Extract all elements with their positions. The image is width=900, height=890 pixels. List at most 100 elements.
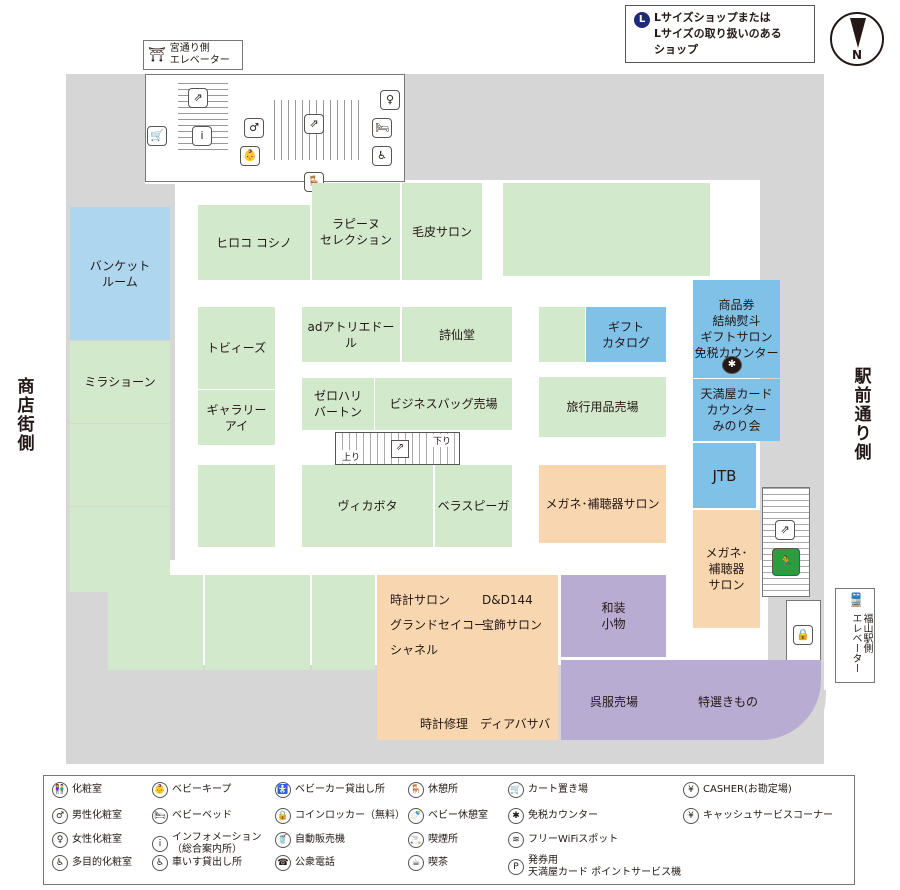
female-toilet-icon: ♀ bbox=[380, 90, 400, 110]
legend-icon: 🛒 bbox=[508, 782, 524, 798]
legend-icon: ♀ bbox=[52, 832, 68, 848]
shop-tokei-salon[interactable]: 時計サロン bbox=[390, 593, 451, 607]
shop-chanel[interactable]: シャネル bbox=[390, 643, 439, 657]
shop-hoshoku-salon[interactable]: 宝飾サロン bbox=[482, 618, 543, 632]
info-icon: i bbox=[192, 126, 212, 146]
shop-business-bag[interactable]: ビジネスバッグ売場 bbox=[375, 378, 512, 430]
legend-icon: ✱ bbox=[508, 808, 524, 824]
shop-bellas-piga[interactable]: ベラスピーガ bbox=[435, 465, 512, 547]
shop-gallery-i[interactable]: ギャラリー アイ bbox=[198, 390, 275, 445]
legend-label: 化粧室 bbox=[72, 784, 102, 795]
escalator-icon: ⇗ bbox=[188, 88, 208, 108]
emergency-exit-icon: 🏃 bbox=[772, 548, 800, 576]
legend-item: ¥CASHER(お勘定場) bbox=[683, 782, 792, 798]
north-label: N bbox=[851, 48, 863, 62]
legend-item: 🚼ベビーカー貸出し所 bbox=[275, 782, 385, 798]
shop-megane-salon-1[interactable]: メガネ･補聴器サロン bbox=[539, 465, 666, 543]
legend-item: ≋フリーWiFiスポット bbox=[508, 832, 618, 848]
escalator[interactable]: 下り 上り ⇗ bbox=[335, 432, 460, 465]
shop-jtb[interactable]: JTB bbox=[693, 443, 756, 508]
legend-label: 公衆電話 bbox=[295, 857, 335, 868]
lsize-note: L Lサイズショップまたは Lサイズの取り扱いのある ショップ bbox=[625, 5, 815, 63]
legend-icon: 👫 bbox=[52, 782, 68, 798]
shop-megane-salon-2[interactable]: メガネ･ 補聴器 サロン bbox=[693, 510, 760, 628]
shop-vicabota[interactable]: ヴィカボタ bbox=[302, 465, 433, 547]
legend-label: 車いす貸出し所 bbox=[172, 857, 242, 868]
legend-item: 🔒コインロッカー（無料） bbox=[275, 808, 405, 824]
legend-icon: 🚬 bbox=[408, 832, 424, 848]
shop-mirashon[interactable]: ミラショーン bbox=[70, 341, 170, 423]
legend-icon: ☕ bbox=[408, 855, 424, 871]
escalator-icon: ⇗ bbox=[391, 440, 409, 458]
kimono-area[interactable] bbox=[561, 660, 821, 740]
shop-left-mid[interactable] bbox=[198, 465, 275, 547]
shop-bottom-1[interactable] bbox=[108, 575, 203, 670]
cart-icon: 🛒 bbox=[147, 126, 167, 146]
legend-icon: 🚼 bbox=[275, 782, 291, 798]
shop-fur-salon[interactable]: 毛皮サロン bbox=[402, 183, 482, 280]
legend-label: 多目的化粧室 bbox=[72, 857, 132, 868]
legend-item: 🪑 休憩所 bbox=[408, 782, 458, 798]
legend-item: 👫 化粧室 bbox=[52, 782, 102, 798]
train-icon: 🚆 bbox=[848, 593, 865, 608]
tax-free-icon: ✱ bbox=[722, 356, 742, 374]
shop-top-right[interactable] bbox=[503, 183, 710, 276]
escalator-down-label: 下り bbox=[430, 434, 453, 447]
legend-item: ☎公衆電話 bbox=[275, 855, 335, 871]
legend-icon: ¥ bbox=[683, 808, 699, 824]
shop-diavasava[interactable]: ディアバサバ bbox=[480, 717, 551, 731]
baby-icon: 👶 bbox=[240, 146, 260, 166]
north-compass: N bbox=[830, 12, 884, 66]
legend-item: ♿車いす貸出し所 bbox=[152, 855, 242, 871]
legend-item: 🚬喫煙所 bbox=[408, 832, 458, 848]
stairs-icon: ⇗ bbox=[304, 114, 324, 134]
shop-travel-goods[interactable]: 旅行用品売場 bbox=[539, 377, 666, 437]
legend-icon: ♂ bbox=[52, 808, 68, 824]
legend-label: ベビーベッド bbox=[172, 810, 232, 821]
right-stairs bbox=[762, 487, 810, 597]
shop-shisendo[interactable]: 詩仙堂 bbox=[402, 307, 512, 362]
shop-gift-catalog[interactable]: ギフト カタログ bbox=[586, 307, 666, 362]
shop-gofuku[interactable]: 呉服売場 bbox=[590, 695, 639, 709]
shop-wasou-komono[interactable]: 和装 小物 bbox=[561, 575, 666, 657]
shop-banquet-room[interactable]: バンケット ルーム bbox=[70, 207, 170, 340]
wheelchair-icon: ♿ bbox=[372, 146, 392, 166]
shop-tokusen-kimono[interactable]: 特選きもの bbox=[698, 695, 759, 709]
legend-label: 喫茶 bbox=[428, 857, 448, 868]
legend-icon: P bbox=[508, 859, 524, 875]
legend-item: ♂ 男性化粧室 bbox=[52, 808, 122, 824]
shop-zero-halliburton[interactable]: ゼロハリ バートン bbox=[302, 378, 374, 430]
shop-tobys[interactable]: トビィーズ bbox=[198, 307, 275, 389]
shop-rapine-selection[interactable]: ラピーヌ セレクション bbox=[312, 183, 400, 280]
legend-icon: ♿ bbox=[52, 855, 68, 871]
legend-label: 自動販売機 bbox=[295, 834, 345, 845]
legend-icon: 🪑 bbox=[408, 782, 424, 798]
legend-label: 休憩所 bbox=[428, 784, 458, 795]
shop-grand-seiko[interactable]: グランドセイコー bbox=[390, 618, 487, 632]
torii-icon: ⛩ bbox=[148, 47, 166, 63]
shop-left-2[interactable] bbox=[70, 424, 170, 506]
legend-icon: ≋ bbox=[508, 832, 524, 848]
shop-small-gift[interactable] bbox=[539, 307, 585, 362]
legend-box bbox=[43, 775, 855, 885]
elevator-sign-right: 🚆 福山駅側 エレベーター bbox=[835, 588, 875, 683]
shop-dd144[interactable]: D&D144 bbox=[482, 593, 533, 607]
shop-ad-atelier-dor[interactable]: adアトリエドール bbox=[302, 307, 400, 362]
street-left: 商店街側 bbox=[17, 377, 35, 454]
legend-label: 男性化粧室 bbox=[72, 810, 122, 821]
legend-label: キャッシュサービスコーナー bbox=[703, 810, 833, 821]
lsize-badge: L bbox=[634, 12, 650, 28]
shop-hiroko-koshino[interactable]: ヒロコ コシノ bbox=[198, 205, 310, 280]
lsize-text: Lサイズショップまたは Lサイズの取り扱いのある ショップ bbox=[654, 11, 782, 56]
watch-jewelry-area-ext[interactable] bbox=[413, 672, 558, 740]
legend-item: 👶ベビーキープ bbox=[152, 782, 231, 798]
shop-card-counter[interactable]: 天満屋カード カウンター みのり会 bbox=[693, 379, 780, 441]
shop-bottom-3[interactable] bbox=[312, 575, 375, 670]
shop-bottom-2[interactable] bbox=[205, 575, 310, 670]
north-arrow-icon bbox=[850, 18, 866, 48]
legend-icon: 👶 bbox=[152, 782, 168, 798]
stairs-icon-right: ⇗ bbox=[775, 520, 795, 540]
shop-tokei-repair[interactable]: 時計修理 bbox=[420, 717, 469, 731]
